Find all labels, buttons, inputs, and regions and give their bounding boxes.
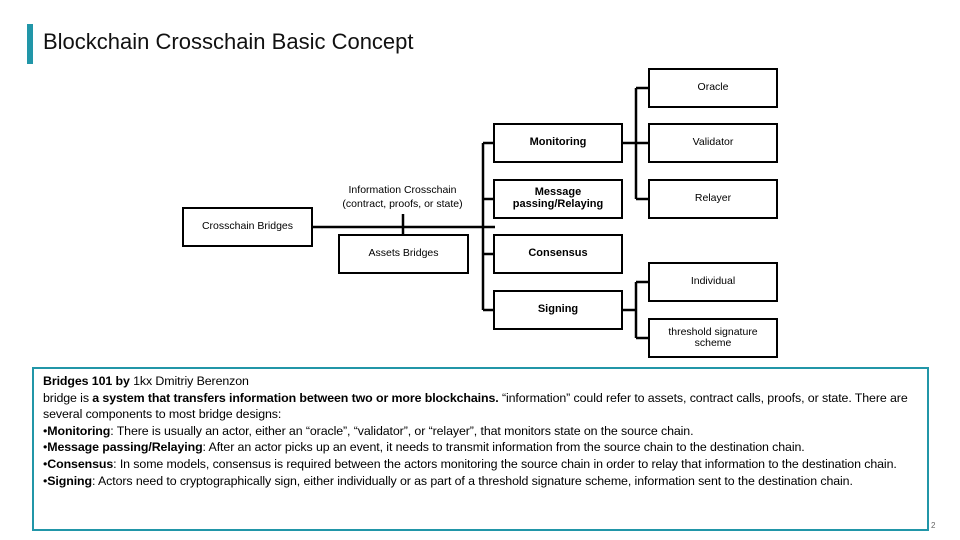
assets-bridges-node: Assets Bridges xyxy=(338,234,469,274)
diagram-connectors xyxy=(312,86,650,340)
bridge-diagram: Crosschain Bridges Information Crosschai… xyxy=(182,68,778,358)
item-term: Consensus xyxy=(47,457,114,472)
description-item: •Signing: Actors need to cryptographical… xyxy=(43,473,853,488)
title-accent-bar xyxy=(27,24,33,64)
individual-node: Individual xyxy=(648,262,778,302)
information-crosschain-node: Information Crosschain (contract, proofs… xyxy=(336,181,469,214)
threshold-signature-label: threshold signature xyxy=(668,325,758,338)
heading-author: 1kx Dmitriy Berenzon xyxy=(133,374,249,388)
consensus-node: Consensus xyxy=(493,234,623,274)
oracle-label: Oracle xyxy=(697,81,729,94)
information-crosschain-sublabel: (contract, proofs, or state) xyxy=(342,197,463,210)
intro-text-b: “information” could refer to assets, con… xyxy=(43,390,908,422)
consensus-label: Consensus xyxy=(528,247,588,260)
crosschain-bridges-label: Crosschain Bridges xyxy=(201,220,294,233)
page-number: 2 xyxy=(931,521,936,530)
threshold-signature-node: threshold signature scheme xyxy=(648,318,778,358)
description-heading: Bridges 101 by 1kx Dmitriy Berenzon xyxy=(43,373,918,390)
item-text: : In some models, consensus is required … xyxy=(113,457,897,472)
monitoring-label: Monitoring xyxy=(529,136,587,149)
signing-label: Signing xyxy=(537,303,579,316)
information-crosschain-label: Information Crosschain xyxy=(348,184,457,197)
item-term: Signing xyxy=(47,473,92,488)
signing-node: Signing xyxy=(493,290,623,330)
item-term: Monitoring xyxy=(47,423,111,438)
intro-bold-text: a system that transfers information betw… xyxy=(92,390,499,405)
individual-label: Individual xyxy=(690,275,736,288)
item-text: : There is usually an actor, either an “… xyxy=(110,423,694,438)
page-title: Blockchain Crosschain Basic Concept xyxy=(43,29,414,54)
item-term: Message passing/Relaying xyxy=(47,440,203,455)
assets-bridges-label: Assets Bridges xyxy=(368,247,439,260)
description-box: Bridges 101 by 1kx Dmitriy Berenzon brid… xyxy=(32,367,929,531)
message-passing-sublabel: passing/Relaying xyxy=(512,198,604,210)
item-text: : After an actor picks up an event, it n… xyxy=(202,440,805,455)
oracle-node: Oracle xyxy=(648,68,778,108)
validator-label: Validator xyxy=(692,136,734,149)
validator-node: Validator xyxy=(648,123,778,163)
monitoring-node: Monitoring xyxy=(493,123,623,163)
relayer-node: Relayer xyxy=(648,179,778,219)
message-passing-label: Message xyxy=(534,186,582,199)
description-item: •Message passing/Relaying: After an acto… xyxy=(43,440,805,455)
description-item: •Consensus: In some models, consensus is… xyxy=(43,457,897,472)
relayer-label: Relayer xyxy=(694,192,732,205)
description-intro: bridge is a system that transfers inform… xyxy=(43,390,918,423)
threshold-signature-sublabel: scheme xyxy=(694,337,732,349)
message-passing-node: Message passing/Relaying xyxy=(493,179,623,219)
item-text: : Actors need to cryptographically sign,… xyxy=(91,473,853,488)
heading-bold-text: Bridges 101 by xyxy=(43,374,134,388)
description-item: •Monitoring: There is usually an actor, … xyxy=(43,423,694,438)
intro-text-a: bridge is xyxy=(43,390,93,405)
crosschain-bridges-node: Crosschain Bridges xyxy=(182,207,313,247)
